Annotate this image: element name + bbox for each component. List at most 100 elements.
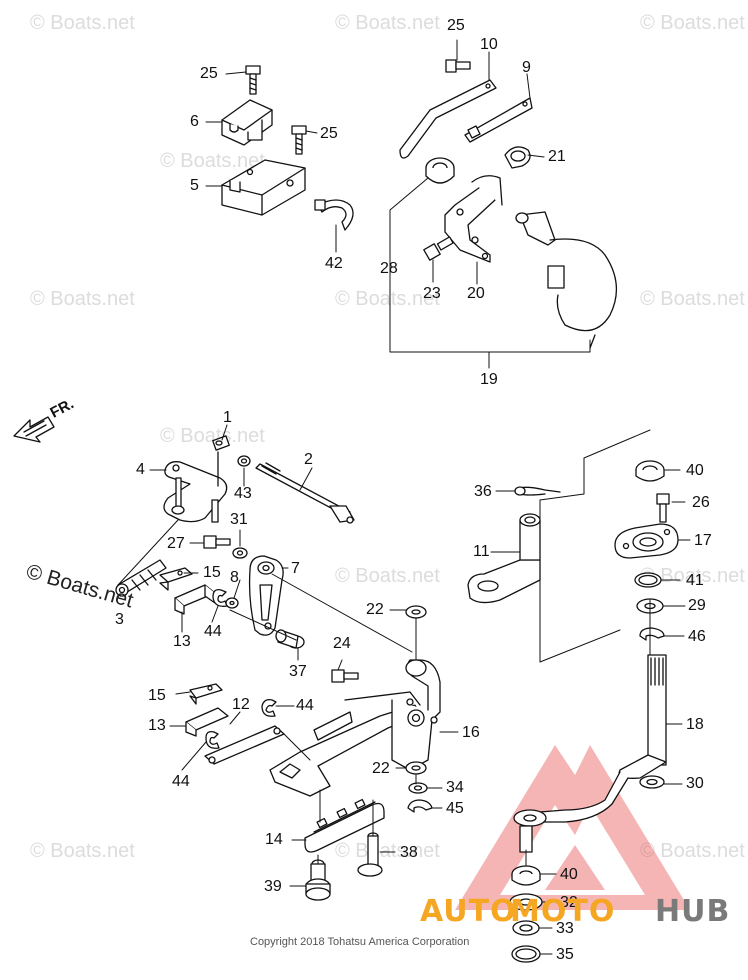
callout-37: 37 bbox=[289, 663, 307, 680]
callout-44: 44 bbox=[204, 623, 222, 640]
logo-triangle bbox=[455, 745, 690, 910]
callout-44: 44 bbox=[296, 697, 314, 714]
callout-17: 17 bbox=[694, 532, 712, 549]
e-clip-44 bbox=[261, 698, 277, 717]
washer-30 bbox=[639, 775, 665, 789]
watermark: © Boats.net bbox=[30, 288, 135, 310]
washer-22 bbox=[405, 761, 427, 775]
callout-42: 42 bbox=[325, 255, 343, 272]
callout-36: 36 bbox=[474, 483, 492, 500]
callout-40: 40 bbox=[686, 462, 704, 479]
callout-28: 28 bbox=[380, 260, 398, 277]
callout-32: 32 bbox=[560, 894, 578, 911]
seal-40 bbox=[511, 865, 541, 886]
bolt-24 bbox=[331, 669, 359, 683]
grommet-28 bbox=[425, 157, 455, 184]
assembly-bracket bbox=[539, 429, 651, 663]
callout-25: 25 bbox=[200, 65, 218, 82]
washer-33 bbox=[512, 920, 540, 936]
callout-4: 4 bbox=[136, 461, 145, 478]
callout-7: 7 bbox=[291, 560, 300, 577]
washer-8 bbox=[225, 597, 239, 609]
callout-20: 20 bbox=[467, 285, 485, 302]
joint-13 bbox=[185, 707, 229, 737]
watermark: © Boats.net bbox=[335, 288, 440, 310]
callout-34: 34 bbox=[446, 779, 464, 796]
leader-lines bbox=[149, 424, 691, 955]
o-ring-41 bbox=[634, 572, 662, 588]
callout-26: 26 bbox=[692, 494, 710, 511]
washer-31 bbox=[232, 547, 248, 559]
e-clip-44 bbox=[212, 589, 228, 607]
callout-14: 14 bbox=[265, 831, 283, 848]
callout-13: 13 bbox=[148, 717, 166, 734]
watermark: © Boats.net bbox=[160, 150, 265, 172]
bracket-5 bbox=[221, 159, 306, 216]
callout-22: 22 bbox=[372, 760, 390, 777]
callout-23: 23 bbox=[423, 285, 441, 302]
circlip-35 bbox=[511, 945, 541, 963]
watermark: © Boats.net bbox=[640, 12, 745, 34]
callout-6: 6 bbox=[190, 113, 199, 130]
watermark: © Boats.net bbox=[30, 12, 135, 34]
callout-10: 10 bbox=[480, 36, 498, 53]
pin-39 bbox=[305, 859, 331, 901]
watermark: © Boats.net bbox=[30, 840, 135, 862]
callout-45: 45 bbox=[446, 800, 464, 817]
bolt-23 bbox=[423, 236, 454, 261]
seal-40 bbox=[635, 460, 665, 482]
holder-17 bbox=[614, 523, 679, 559]
callout-29: 29 bbox=[688, 597, 706, 614]
callout-5: 5 bbox=[190, 177, 199, 194]
callout-39: 39 bbox=[264, 878, 282, 895]
rod-end-3 bbox=[115, 559, 167, 597]
joint-13 bbox=[174, 584, 216, 615]
wire-clip-42 bbox=[314, 199, 354, 231]
logo-text-hub: HUB bbox=[655, 894, 731, 929]
e-clip-46 bbox=[639, 627, 665, 641]
leader-lines bbox=[205, 39, 545, 285]
callout-8: 8 bbox=[230, 569, 239, 586]
bracket-6 bbox=[221, 99, 273, 146]
callout-11: 11 bbox=[473, 543, 490, 560]
callout-31: 31 bbox=[230, 511, 248, 528]
pin-37 bbox=[275, 629, 305, 649]
clip-15 bbox=[189, 683, 223, 705]
assembly-bracket-19 bbox=[389, 177, 591, 369]
clip-21 bbox=[504, 146, 531, 169]
callout-46: 46 bbox=[688, 628, 706, 645]
watermark: © Boats.net bbox=[335, 840, 440, 862]
cotter-pin-36 bbox=[514, 486, 561, 496]
e-clip-45 bbox=[407, 799, 433, 813]
switch-bracket-20 bbox=[444, 175, 503, 263]
callout-15: 15 bbox=[203, 564, 221, 581]
callout-12: 12 bbox=[232, 696, 250, 713]
watermark: © Boats.net bbox=[335, 12, 440, 34]
bolt-26 bbox=[656, 493, 670, 523]
plate-9 bbox=[464, 97, 533, 143]
callout-13: 13 bbox=[173, 633, 191, 650]
lever-7 bbox=[248, 555, 284, 636]
callout-3: 3 bbox=[115, 611, 124, 628]
watermark: © Boats.net bbox=[640, 565, 745, 587]
bolt-27 bbox=[203, 535, 231, 549]
lever-16 bbox=[269, 659, 441, 797]
washer-34 bbox=[408, 782, 428, 794]
front-arrow-icon bbox=[13, 416, 55, 443]
washer-22 bbox=[405, 605, 427, 619]
plate-10 bbox=[399, 79, 497, 159]
callout-44: 44 bbox=[172, 773, 190, 790]
callout-19: 19 bbox=[480, 371, 498, 388]
callout-2: 2 bbox=[304, 451, 313, 468]
e-clip-44 bbox=[205, 730, 220, 749]
callout-22: 22 bbox=[366, 601, 384, 618]
pin-38 bbox=[357, 832, 383, 877]
callout-25: 25 bbox=[320, 125, 338, 142]
watermark: © Boats.net bbox=[640, 288, 745, 310]
logo-text-auto: AUTO bbox=[420, 894, 517, 929]
watermark: © Boats.net bbox=[335, 565, 440, 587]
copyright-text: Copyright 2018 Tohatsu America Corporati… bbox=[250, 936, 470, 948]
callout-35: 35 bbox=[556, 946, 574, 963]
lever-4 bbox=[163, 451, 228, 523]
